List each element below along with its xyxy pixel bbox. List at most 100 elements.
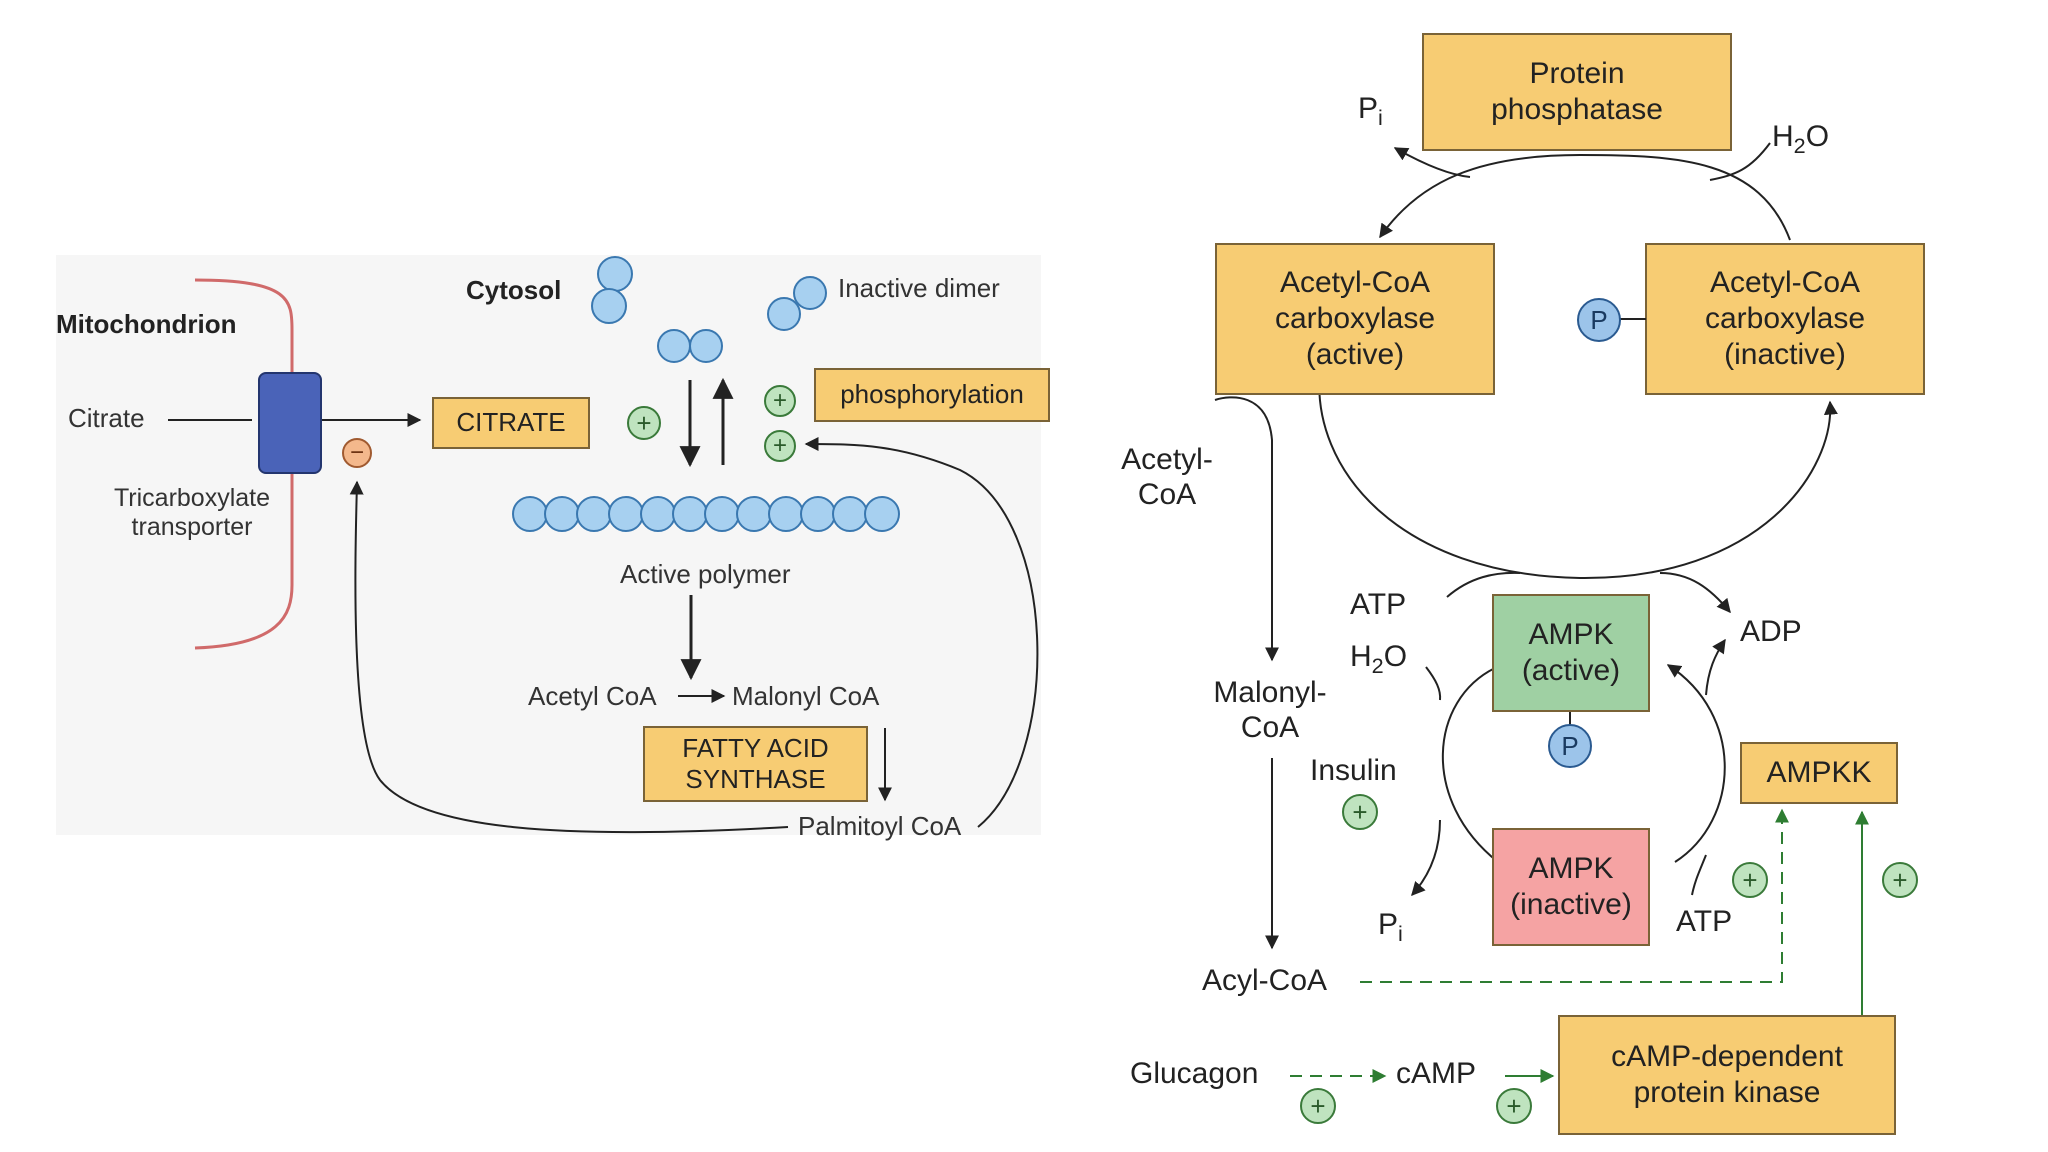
ampk-active-box: AMPK (active) — [1492, 594, 1650, 712]
phosphate-link-line — [1620, 318, 1646, 320]
pi-base: P — [1358, 92, 1379, 125]
ampk-dephos-arc — [1441, 667, 1499, 863]
h2o-subscript: 2 — [1793, 133, 1806, 158]
insulin-label: Insulin — [1310, 754, 1397, 787]
polymer-bead — [832, 496, 868, 532]
atp-input-line — [1446, 571, 1521, 598]
dephosphorylation-cycle-arc — [1379, 153, 1791, 241]
ampk-phosphate-link — [1569, 712, 1571, 726]
inhibition-badge: − — [342, 438, 372, 468]
pi-lower-release-arrow — [1411, 819, 1441, 897]
pi-lower-base: P — [1378, 908, 1399, 941]
camp-activation-badge: + — [1496, 1088, 1532, 1124]
pi-lower-label: Pi — [1378, 908, 1403, 947]
polymer-bead — [800, 496, 836, 532]
acyl-coa-activation-badge: + — [1732, 862, 1768, 898]
pka-box: cAMP-dependent protein kinase — [1558, 1015, 1896, 1135]
acc-active-line3: (active) — [1305, 338, 1405, 371]
protein-phosphatase-line2: phosphatase — [1491, 93, 1663, 126]
pka-line2: protein kinase — [1633, 1076, 1821, 1109]
atp-lower-input-line — [1691, 854, 1707, 896]
pi-lower-subscript: i — [1398, 921, 1403, 946]
acc-active-box: Acetyl-CoA carboxylase (active) — [1215, 243, 1495, 395]
malonyl-coa-label: Malonyl CoA — [732, 681, 880, 711]
h2o-input-line — [1709, 142, 1771, 181]
phosphorylation-badge-1: + — [764, 385, 796, 417]
pi-subscript: i — [1378, 105, 1383, 130]
protein-phosphatase-box: Protein phosphatase — [1422, 33, 1732, 151]
ampk-inactive-line1: AMPK — [1528, 852, 1614, 885]
malonyl-coa-right-label: Malonyl- CoA — [1200, 676, 1340, 745]
dimer-bead — [591, 288, 627, 324]
atp-top-label: ATP — [1350, 588, 1407, 621]
acc-inactive-line2: carboxylase — [1704, 302, 1866, 335]
acc-active-line2: carboxylase — [1274, 302, 1436, 335]
cytosol-label: Cytosol — [466, 275, 562, 305]
adp-lower-output-arrow — [1705, 638, 1726, 696]
pka-line1: cAMP-dependent — [1611, 1040, 1843, 1073]
inactive-dimer-label: Inactive dimer — [838, 273, 1000, 303]
dimer-bead — [597, 256, 633, 292]
polymer-bead — [768, 496, 804, 532]
pi-top-label: Pi — [1358, 92, 1383, 131]
fas-line2: SYNTHASE — [685, 764, 826, 794]
citrate-label: Citrate — [68, 403, 145, 433]
ampk-phos-arc — [1666, 664, 1726, 863]
h2o-top-label: H2O — [1772, 120, 1829, 159]
mitochondrion-label: Mitochondrion — [56, 309, 237, 339]
pka-activation-badge: + — [1882, 862, 1918, 898]
glucagon-label: Glucagon — [1130, 1057, 1259, 1090]
ampk-inactive-box: AMPK (inactive) — [1492, 828, 1650, 946]
malonyl-coa-line2: CoA — [1240, 710, 1300, 744]
h2o-lower-o: O — [1383, 640, 1408, 673]
transporter-label-line1: Tricarboxylate — [113, 484, 271, 512]
acyl-coa-activation-arrow — [1360, 808, 1789, 983]
acyl-coa-label: Acyl-CoA — [1202, 964, 1328, 997]
acetyl-coa-line2: CoA — [1137, 477, 1197, 511]
malonyl-coa-line1: Malonyl- — [1213, 676, 1327, 709]
citrate-box: CITRATE — [432, 397, 590, 449]
pi-release-arrow — [1393, 147, 1471, 178]
dimer-bead — [657, 329, 691, 363]
acetyl-to-malonyl-coa-arrow — [1214, 396, 1279, 662]
h2o-h: H — [1772, 120, 1794, 153]
palmitoyl-coa-label: Palmitoyl CoA — [798, 811, 962, 841]
h2o-lower-label: H2O — [1350, 640, 1407, 679]
polymer-bead — [608, 496, 644, 532]
insulin-activation-badge: + — [1342, 794, 1378, 830]
glucagon-activation-badge: + — [1300, 1088, 1336, 1124]
acc-inactive-line1: Acetyl-CoA — [1709, 266, 1861, 299]
left-panel-background — [56, 255, 1041, 835]
protein-phosphatase-line1: Protein — [1529, 57, 1625, 90]
polymer-bead — [736, 496, 772, 532]
fas-line1: FATTY ACID — [682, 732, 829, 763]
acetyl-coa-label: Acetyl CoA — [528, 681, 657, 711]
acc-inactive-line3: (inactive) — [1724, 338, 1846, 371]
phosphate-badge-acc: P — [1577, 298, 1621, 342]
h2o-o: O — [1805, 120, 1830, 153]
acetyl-coa-right-label: Acetyl- CoA — [1112, 443, 1222, 512]
palmitoyl-activation-arrow — [804, 437, 1039, 828]
polymer-bead — [640, 496, 676, 532]
transporter-label: Tricarboxylate transporter — [92, 484, 292, 542]
adp-label: ADP — [1740, 615, 1802, 648]
adp-output-arrow — [1659, 572, 1731, 614]
acetyl-coa-line1: Acetyl- — [1121, 443, 1213, 476]
camp-label: cAMP — [1396, 1057, 1477, 1090]
polymer-bead — [704, 496, 740, 532]
palmitoyl-activation-badge: + — [764, 430, 796, 462]
phosphorylation-cycle-arc — [1318, 369, 1838, 580]
dimer-bead — [689, 329, 723, 363]
fatty-acid-synthase-box: FATTY ACID SYNTHASE — [643, 726, 868, 802]
citrate-activation-badge: + — [627, 406, 661, 440]
polymer-bead — [672, 496, 708, 532]
ampk-active-line1: AMPK — [1528, 618, 1614, 651]
phosphorylation-box: phosphorylation — [814, 368, 1050, 422]
active-polymer-label: Active polymer — [620, 559, 791, 589]
h2o-lower-h: H — [1350, 640, 1372, 673]
atp-lower-label: ATP — [1676, 905, 1733, 938]
phosphate-badge-ampk: P — [1548, 724, 1592, 768]
polymer-bead — [512, 496, 548, 532]
